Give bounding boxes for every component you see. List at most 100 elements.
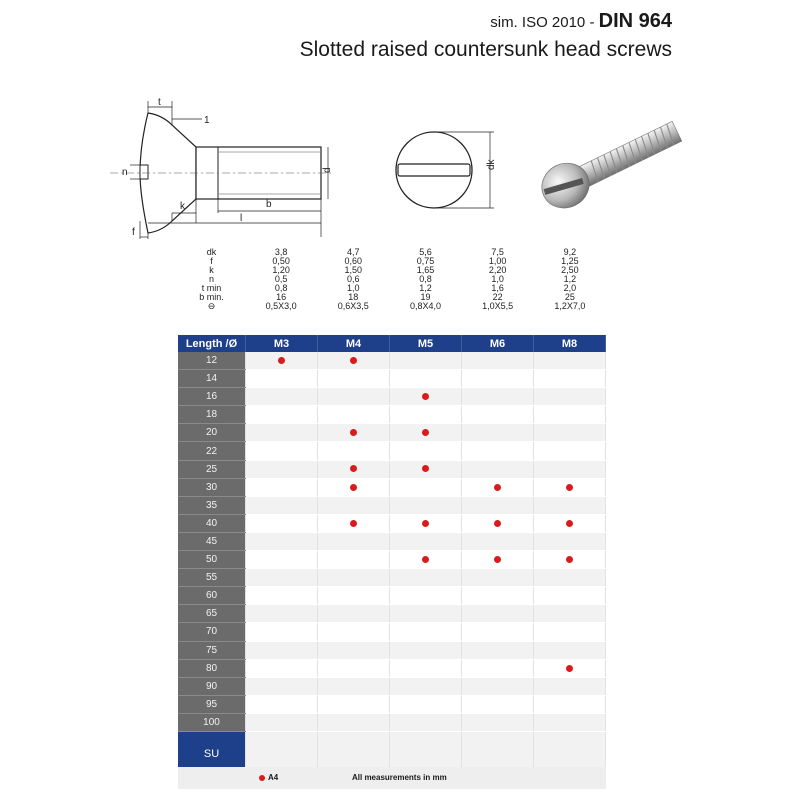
availability-cell [461,369,534,389]
availability-cell [533,713,606,732]
spec-value: 0,5X3,0 [265,301,297,311]
spec-value: 1,25 [561,256,579,266]
length-cell: 25 [178,460,246,479]
spec-value: 0,8X4,0 [409,301,441,311]
spec-value: 1,2 [563,274,577,284]
availability-cell [245,352,318,371]
size-header: M3 [245,335,318,352]
spec-value: 1,65 [416,265,435,275]
availability-cell [389,369,462,389]
availability-cell [245,695,318,714]
availability-cell [389,604,462,624]
availability-cell [461,604,534,624]
availability-cell [461,387,534,407]
page-subtitle: Slotted raised countersunk head screws [299,38,672,61]
spec-value: 1,20 [272,265,290,275]
length-cell: 35 [178,496,246,515]
size-header: M8 [533,335,606,352]
availability-cell [461,496,534,515]
length-cell: 14 [178,369,246,389]
availability-cell [317,641,390,660]
availability-cell [245,496,318,515]
size-header: M5 [389,335,462,352]
availability-cell [533,514,606,533]
availability-cell [317,496,390,515]
length-cell: 22 [178,441,246,461]
table-row: 50 [178,550,606,570]
availability-cell [317,695,390,714]
availability-cell [389,496,462,515]
table-row: 55 [178,568,606,588]
spec-value: 2,20 [488,265,507,275]
dim-label-f: f [132,227,135,238]
availability-cell [533,550,606,570]
availability-cell [533,405,606,425]
spec-value: 1,2X7,0 [554,301,586,311]
availability-cell [245,478,318,497]
dim-label-b: b [266,199,272,210]
length-size-header: Length /Ø [178,335,246,352]
availability-cell [461,441,534,461]
spec-value: 0,8 [419,274,432,284]
availability-cell [245,604,318,624]
length-cell: 30 [178,478,246,497]
availability-cell [533,460,606,479]
table-row: 90 [178,677,606,696]
availability-cell [317,441,390,461]
length-cell: 80 [178,659,246,678]
availability-cell [317,586,390,606]
spec-value: 1,0 [491,274,504,284]
available-dot [350,356,357,364]
available-dot [422,555,429,563]
spec-value: 9,2 [563,247,577,257]
table-row: 25 [178,460,606,479]
availability-cell [533,622,606,642]
availability-cell [245,677,318,696]
length-cell: 18 [178,405,246,425]
availability-cell [245,514,318,533]
availability-cell [533,604,606,624]
availability-cell [533,352,606,371]
length-cell: 12 [178,352,246,371]
spec-label: t min [201,283,222,293]
spec-value: 18 [348,292,359,302]
spec-value: 1,0 [347,283,360,293]
availability-cell [317,423,390,443]
availability-cell [533,441,606,461]
availability-cell [461,514,534,533]
dim-label-n: n [122,167,128,178]
available-dot [350,519,357,527]
dim-label-k: k [180,201,186,212]
availability-cell [317,713,390,732]
available-dot [422,465,429,473]
length-cell: 70 [178,622,246,642]
spec-value: 0,6X3,5 [337,301,369,311]
table-row: 35 [178,496,606,515]
availability-cell [461,423,534,443]
availability-cell [317,659,390,678]
availability-cell [389,641,462,660]
available-dot [350,429,357,437]
availability-cell [317,677,390,696]
table-row: 80 [178,659,606,678]
availability-cell [389,713,462,732]
length-cell: 60 [178,586,246,606]
availability-cell [389,677,462,696]
table-row: 12 [178,352,606,371]
available-dot [422,393,429,401]
spec-value: 2,50 [561,265,579,275]
length-cell: 75 [178,641,246,660]
availability-cell [317,405,390,425]
table-row: 20 [178,423,606,443]
spec-value: 1,50 [344,265,363,275]
available-dot [422,429,429,437]
availability-cell [533,532,606,552]
table-row: 60 [178,586,606,606]
table-row: 100 [178,713,606,732]
availability-cell [245,550,318,570]
